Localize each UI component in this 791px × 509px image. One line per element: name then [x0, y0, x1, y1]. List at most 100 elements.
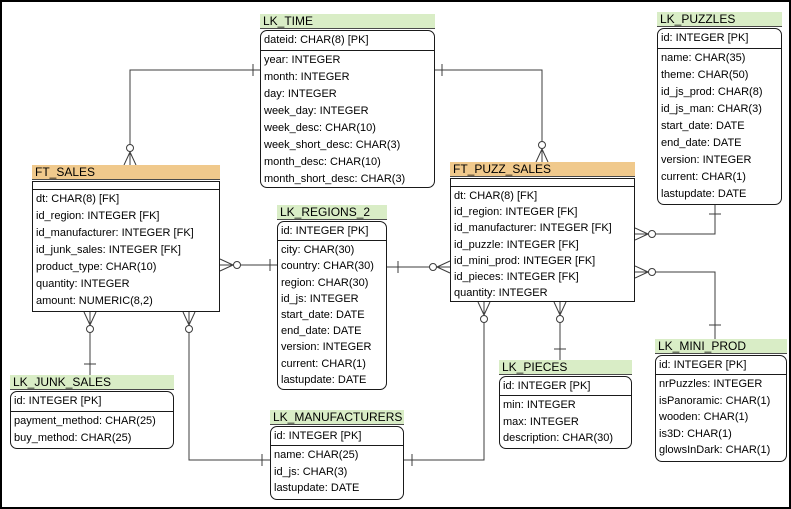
field-row: payment_method: CHAR(25) [14, 415, 156, 427]
fields-section: name: CHAR(25) id_js: CHAR(3) lastupdate: … [271, 446, 403, 497]
pk-section: id: INTEGER [PK] [656, 356, 786, 376]
field-row: id_js: CHAR(3) [274, 465, 348, 478]
table-body: id: INTEGER [PK] city: CHAR(30)country: … [277, 221, 387, 390]
fields-section: dt: CHAR(8) [FK] id_region: INTEGER [FK] i… [33, 190, 219, 311]
field-row: week_day: INTEGER [264, 105, 369, 117]
fields-section: min: INTEGER max: INTEGER description: CHA… [500, 396, 631, 447]
field-row: quantity: INTEGER [36, 278, 130, 290]
field-row: name: CHAR(35) [661, 52, 746, 64]
field-row: dt: CHAR(8) [FK] [454, 190, 538, 202]
table-title: FT_SALES [32, 165, 220, 180]
table-lk-manufacturers[interactable]: LK_MANUFACTURERS id: INTEGER [PK] name: … [270, 410, 404, 500]
field-row: country: CHAR(30) [281, 260, 374, 273]
table-title: LK_JUNK_SALES [10, 375, 174, 390]
field-row: start_date: DATE [281, 308, 365, 321]
table-title: LK_MANUFACTURERS [270, 410, 404, 425]
table-ft-sales[interactable]: FT_SALES dt: CHAR(8) [FK] id_region: INTE… [32, 165, 220, 312]
field-row: lastupdate: DATE [281, 373, 367, 386]
field-row: id_junk_sales: INTEGER [FK] [36, 244, 181, 256]
field-row: year: INTEGER [264, 54, 341, 66]
relationship-lk-manufacturers-ft-puzz-sales[interactable] [404, 301, 491, 466]
table-body: dt: CHAR(8) [FK] id_region: INTEGER [FK] i… [450, 178, 635, 302]
field-row: lastupdate: DATE [274, 482, 360, 495]
relationship-lk-puzzles-ft-puzz-sales[interactable] [634, 205, 721, 241]
field-row: week_desc: CHAR(10) [264, 122, 376, 134]
fields-section: payment_method: CHAR(25) buy_method: CHAR… [11, 412, 173, 448]
pk-field-row: id: INTEGER [PK] [14, 395, 102, 407]
field-row: id_region: INTEGER [FK] [454, 206, 578, 219]
fields-section: city: CHAR(30)country: CHAR(30)region: C… [278, 241, 386, 389]
table-lk-puzzles[interactable]: LK_PUZZLES id: INTEGER [PK] name: CHAR(3… [657, 12, 782, 205]
pk-field-row: id: INTEGER [PK] [659, 359, 747, 371]
field-row: name: CHAR(25) [274, 449, 359, 462]
field-row: min: INTEGER [503, 399, 576, 412]
field-row: theme: CHAR(50) [661, 69, 749, 81]
field-row: region: CHAR(30) [281, 276, 369, 289]
field-row: buy_method: CHAR(25) [14, 432, 132, 444]
field-row: quantity: INTEGER [454, 287, 548, 300]
pk-field-row: dateid: CHAR(8) [PK] [264, 34, 369, 46]
field-row: max: INTEGER [503, 415, 579, 428]
field-row: is3D: CHAR(1) [659, 427, 732, 440]
pk-section: id: INTEGER [PK] [500, 377, 631, 397]
field-row: id_region: INTEGER [FK] [36, 210, 160, 222]
pk-section: id: INTEGER [PK] [11, 392, 173, 412]
field-row: dt: CHAR(8) [FK] [36, 193, 120, 205]
relationship-lk-time-ft-sales[interactable] [123, 64, 260, 166]
table-lk-mini-prod[interactable]: LK_MINI_PROD id: INTEGER [PK] nrPuzzles:… [655, 339, 787, 462]
field-row: version: INTEGER [281, 341, 372, 354]
field-row: id_js_prod: CHAR(8) [661, 86, 763, 98]
fields-section: year: INTEGER month: INTEGER day: INTEGER w… [261, 51, 434, 187]
field-row: amount: NUMERIC(8,2) [36, 295, 153, 307]
field-row: end_date: DATE [281, 325, 362, 338]
pk-section: id: INTEGER [PK] [278, 222, 386, 242]
relationship-lk-manufacturers-ft-sales[interactable] [182, 311, 270, 466]
relationship-lk-regions-2-ft-puzz-sales[interactable] [387, 260, 451, 274]
relationship-lk-junk-sales-ft-sales[interactable] [83, 311, 97, 375]
pk-field-row: id: INTEGER [PK] [661, 32, 749, 44]
table-title: LK_REGIONS_2 [277, 205, 387, 220]
field-row: week_short_desc: CHAR(3) [264, 139, 401, 151]
field-row: nrPuzzles: INTEGER [659, 378, 763, 391]
pk-field-row: id: INTEGER [PK] [281, 225, 369, 237]
field-row: month_desc: CHAR(10) [264, 156, 381, 168]
field-row: version: INTEGER [661, 154, 752, 166]
field-row: id_manufacturer: INTEGER [FK] [36, 227, 194, 239]
field-row: lastupdate: DATE [661, 188, 747, 200]
relationship-lk-time-ft-puzz-sales[interactable] [435, 64, 549, 163]
pk-section: dateid: CHAR(8) [PK] [261, 31, 434, 51]
field-row: month_short_desc: CHAR(3) [264, 173, 406, 185]
field-row: product_type: CHAR(10) [36, 261, 157, 273]
table-body: id: INTEGER [PK] name: CHAR(35) theme: CH… [657, 28, 782, 205]
field-row: wooden: CHAR(1) [659, 411, 749, 424]
field-row: current: CHAR(1) [281, 357, 366, 370]
table-ft-puzz-sales[interactable]: FT_PUZZ_SALES dt: CHAR(8) [FK]id_region:… [450, 162, 635, 302]
field-row: id_js_man: CHAR(3) [661, 103, 762, 115]
pk-section: id: INTEGER [PK] [658, 29, 781, 49]
table-title: LK_TIME [260, 14, 435, 29]
table-lk-time[interactable]: LK_TIME dateid: CHAR(8) [PK] year: INTEG… [260, 14, 435, 188]
field-row: glowsInDark: CHAR(1) [659, 443, 771, 456]
table-body: id: INTEGER [PK] min: INTEGER max: INTEGE… [499, 376, 632, 449]
field-row: isPanoramic: CHAR(1) [659, 394, 771, 407]
pk-field-row: id: INTEGER [PK] [503, 380, 591, 392]
relationship-lk-pieces-ft-puzz-sales[interactable] [553, 301, 567, 360]
field-row: month: INTEGER [264, 71, 350, 83]
relationship-lk-regions-2-ft-sales[interactable] [219, 258, 277, 272]
fields-section: dt: CHAR(8) [FK] id_region: INTEGER [FK] i… [451, 187, 634, 301]
table-body: id: INTEGER [PK] name: CHAR(25) id_js: CH… [270, 426, 404, 500]
table-lk-junk-sales[interactable]: LK_JUNK_SALES id: INTEGER [PK] payment_m… [10, 375, 174, 449]
table-title: LK_PIECES [499, 360, 632, 375]
table-body: id: INTEGER [PK] payment_method: CHAR(25… [10, 391, 174, 449]
pk-field-row: id: INTEGER [PK] [274, 430, 362, 442]
relationship-lk-mini-prod-ft-puzz-sales[interactable] [634, 265, 721, 339]
field-row: id_puzzle: INTEGER [FK] [454, 238, 579, 251]
table-lk-regions-2[interactable]: LK_REGIONS_2 id: INTEGER [PK] city: CHAR… [277, 205, 387, 390]
pk-section [451, 179, 634, 187]
field-row: id_js: INTEGER [281, 292, 359, 305]
field-row: day: INTEGER [264, 88, 337, 100]
field-row: description: CHAR(30) [503, 432, 614, 445]
